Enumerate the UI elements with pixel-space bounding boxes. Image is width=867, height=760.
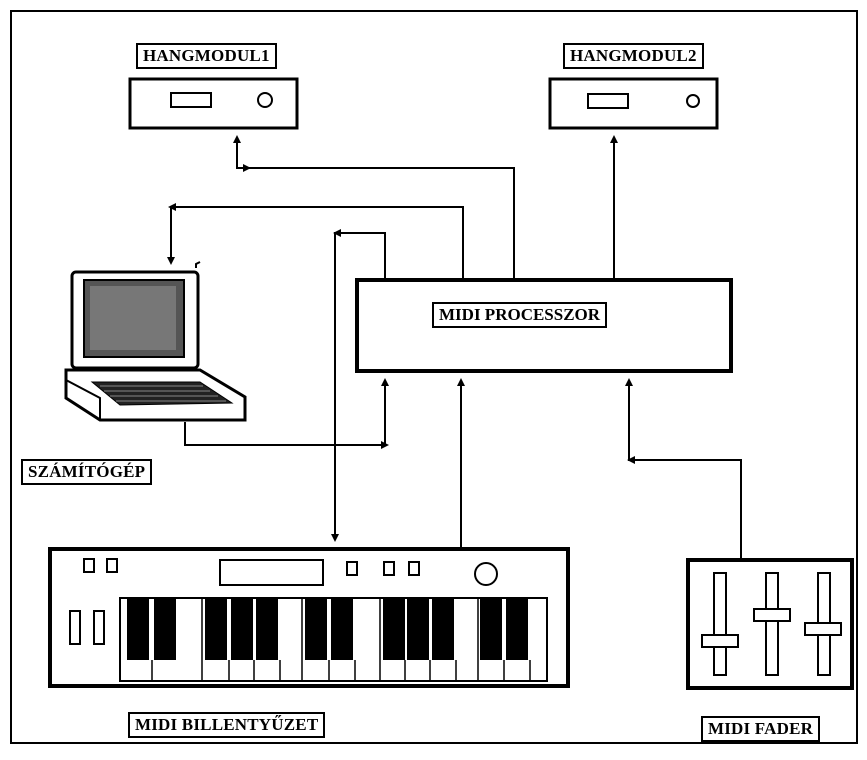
label-computer: SZÁMÍTÓGÉP	[21, 459, 152, 485]
laptop-icon	[66, 262, 245, 420]
sound-module-2	[550, 79, 717, 128]
line-processor-to-computer	[171, 207, 463, 280]
label-hangmodul2: HANGMODUL2	[563, 43, 704, 69]
sound-module-1	[130, 79, 297, 128]
line-processor-to-module1	[237, 137, 514, 280]
label-midi-fader: MIDI FADER	[701, 716, 820, 742]
line-fader-to-processor	[629, 380, 741, 560]
label-midi-processor: MIDI PROCESSZOR	[432, 302, 607, 328]
label-midi-keyboard: MIDI BILLENTYŰZET	[128, 712, 325, 738]
label-hangmodul1: HANGMODUL1	[136, 43, 277, 69]
midi-keyboard	[50, 549, 568, 686]
midi-fader	[688, 560, 852, 688]
